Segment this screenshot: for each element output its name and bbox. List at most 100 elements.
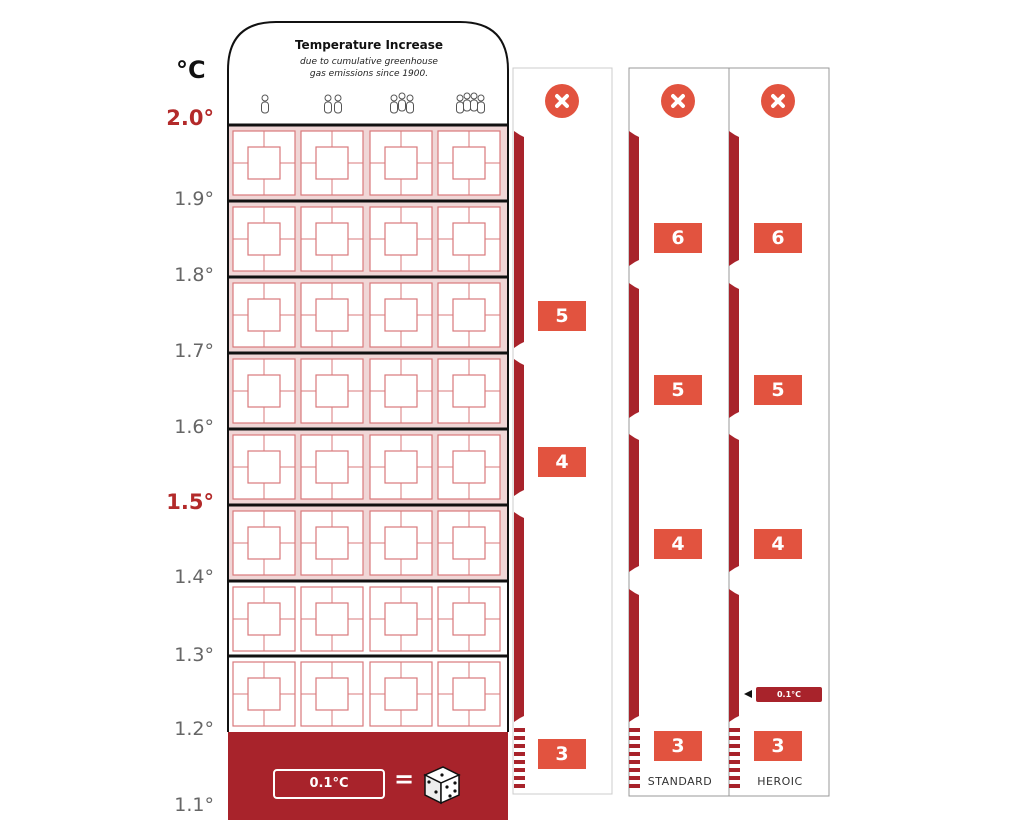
track-cell — [300, 434, 364, 500]
track-cell — [369, 358, 433, 424]
track-cell — [369, 206, 433, 272]
equals-sign: = — [394, 765, 415, 793]
track-cell — [437, 434, 501, 500]
threshold-dash — [514, 784, 525, 788]
track-cell — [437, 282, 501, 348]
threshold-bar — [729, 589, 739, 722]
threshold-value: 6 — [654, 223, 702, 253]
track-title: Temperature Increase — [294, 38, 444, 52]
threshold-bar — [729, 283, 739, 418]
track-cell — [369, 586, 433, 652]
tick-2-0: 2.0° — [166, 106, 214, 130]
track-cell — [232, 206, 296, 272]
threshold-dash — [729, 728, 740, 732]
axis-unit: °C — [176, 56, 206, 84]
tick-1-3: 1.3° — [174, 644, 214, 666]
track-cell — [300, 206, 364, 272]
threshold-value: 5 — [538, 301, 586, 331]
track-cell — [300, 130, 364, 196]
track-cell — [232, 586, 296, 652]
threshold-bar — [729, 434, 739, 572]
close-icon[interactable] — [761, 84, 795, 118]
track-cell — [437, 661, 501, 727]
track-cell — [369, 661, 433, 727]
threshold-dash — [629, 768, 640, 772]
threshold-bar — [629, 589, 639, 722]
people-icon — [390, 92, 414, 114]
threshold-dash — [729, 784, 740, 788]
track-cell — [369, 510, 433, 576]
threshold-value: 6 — [754, 223, 802, 253]
threshold-value: 5 — [754, 375, 802, 405]
track-cell — [232, 358, 296, 424]
threshold-bar — [514, 359, 524, 496]
tick-1-6: 1.6° — [174, 416, 214, 438]
threshold-bar — [629, 434, 639, 572]
threshold-dash — [629, 744, 640, 748]
track-cell — [232, 661, 296, 727]
threshold-bar — [514, 131, 524, 348]
track-cell — [369, 434, 433, 500]
track-cell — [232, 282, 296, 348]
people-icon — [456, 92, 485, 114]
threshold-bar — [629, 131, 639, 266]
track-cell — [300, 510, 364, 576]
threshold-dash — [629, 784, 640, 788]
threshold-dash — [514, 728, 525, 732]
track-cell — [300, 586, 364, 652]
threshold-panel-1 — [512, 67, 613, 795]
dice-icon — [423, 766, 461, 805]
threshold-dash — [729, 776, 740, 780]
threshold-value: 4 — [654, 529, 702, 559]
dice-value-frame — [273, 769, 385, 799]
threshold-dash — [729, 768, 740, 772]
track-cell — [300, 282, 364, 348]
track-cell — [437, 586, 501, 652]
marker-arrow-icon — [744, 690, 752, 698]
track-cell — [437, 206, 501, 272]
tick-1-2: 1.2° — [174, 718, 214, 740]
tick-1-1: 1.1° — [174, 794, 214, 816]
track-header — [227, 21, 509, 125]
track-subtitle: due to cumulative greenhouse gas emissio… — [229, 56, 509, 80]
tick-1-5: 1.5° — [166, 490, 214, 514]
threshold-value: 3 — [538, 739, 586, 769]
threshold-value: 3 — [754, 731, 802, 761]
dice-value-label: 0.1°C — [309, 776, 349, 791]
threshold-dash — [729, 760, 740, 764]
track-cell — [437, 510, 501, 576]
track-cell — [232, 434, 296, 500]
threshold-value: 4 — [538, 447, 586, 477]
track-cell — [369, 282, 433, 348]
threshold-dash — [629, 776, 640, 780]
tick-1-7: 1.7° — [174, 340, 214, 362]
threshold-dash — [629, 728, 640, 732]
threshold-value: 5 — [654, 375, 702, 405]
temperature-marker-label: 0.1°C — [756, 687, 822, 702]
threshold-dash — [514, 752, 525, 756]
column-label-heroic: HEROIC — [757, 775, 803, 788]
tick-1-8: 1.8° — [174, 264, 214, 286]
threshold-dash — [729, 744, 740, 748]
threshold-dash — [514, 760, 525, 764]
tick-1-4: 1.4° — [174, 566, 214, 588]
close-icon[interactable] — [545, 84, 579, 118]
track-cell — [300, 358, 364, 424]
close-icon[interactable] — [661, 84, 695, 118]
threshold-dash — [629, 736, 640, 740]
threshold-dash — [729, 752, 740, 756]
track-cell — [369, 130, 433, 196]
threshold-dash — [514, 768, 525, 772]
threshold-dash — [514, 776, 525, 780]
threshold-dash — [514, 744, 525, 748]
threshold-dash — [629, 752, 640, 756]
track-cell — [300, 661, 364, 727]
track-subtitle-line-2: gas emissions since 1900. — [309, 69, 429, 79]
track-cell — [232, 130, 296, 196]
tick-1-9: 1.9° — [174, 188, 214, 210]
threshold-dash — [729, 736, 740, 740]
people-icon — [324, 94, 342, 114]
threshold-dash — [514, 736, 525, 740]
threshold-value: 4 — [754, 529, 802, 559]
